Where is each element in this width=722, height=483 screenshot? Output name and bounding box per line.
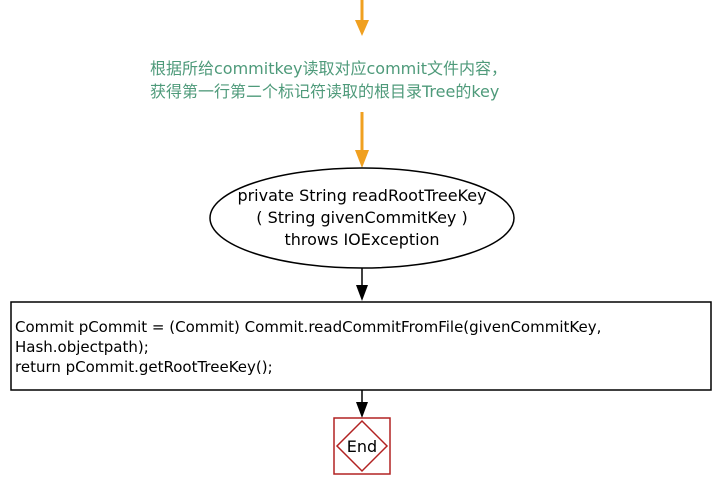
annotation-arrow-top	[355, 0, 369, 36]
flow-arrow-1	[356, 268, 368, 301]
annotation-arrow-middle	[355, 112, 369, 168]
flow-arrow-2	[356, 390, 368, 418]
end-label: End	[347, 437, 377, 456]
code-block-node: Commit pCommit = (Commit) Commit.readCom…	[10, 301, 712, 391]
annotation-line-1: 根据所给commitkey读取对应commit文件内容，	[150, 59, 507, 78]
annotation-line-2: 获得第一行第二个标记符读取的根目录Tree的key	[150, 82, 499, 101]
code-line-1: Commit pCommit = (Commit) Commit.readCom…	[15, 318, 601, 336]
method-line-3: throws IOException	[285, 230, 440, 249]
method-line-1: private String readRootTreeKey	[237, 186, 486, 205]
code-line-2: Hash.objectpath);	[15, 338, 149, 356]
method-line-2: ( String givenCommitKey )	[256, 208, 467, 227]
method-signature-node: private String readRootTreeKey ( String …	[209, 167, 515, 269]
code-line-3: return pCommit.getRootTreeKey();	[15, 358, 273, 376]
end-node: End	[333, 417, 391, 475]
